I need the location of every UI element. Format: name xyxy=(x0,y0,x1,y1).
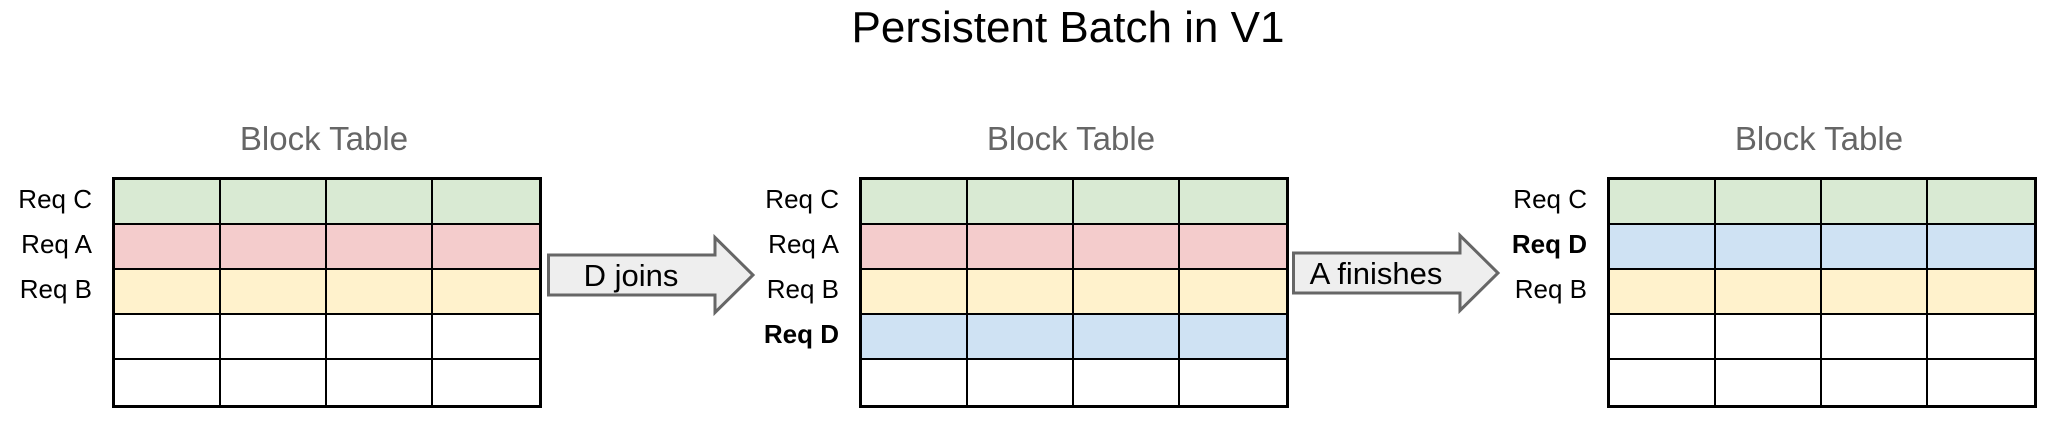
block-cell xyxy=(433,270,539,315)
block-cell xyxy=(1610,315,1716,360)
block-cell xyxy=(115,225,221,270)
block-table-title: Block Table xyxy=(1734,120,1904,157)
block-cell xyxy=(1074,225,1180,270)
block-cell xyxy=(115,270,221,315)
block-cell xyxy=(1716,225,1822,270)
block-cell xyxy=(1928,360,2034,405)
block-cell xyxy=(1928,270,2034,315)
block-cell xyxy=(327,315,433,360)
block-table-grid xyxy=(859,177,1289,408)
block-cell xyxy=(1180,225,1286,270)
block-cell xyxy=(1074,315,1180,360)
block-cell xyxy=(1822,225,1928,270)
row-label xyxy=(1487,312,1587,357)
block-cell xyxy=(327,180,433,225)
block-cell xyxy=(1180,315,1286,360)
row-label: Req C xyxy=(18,184,92,214)
block-cell xyxy=(862,270,968,315)
block-cell xyxy=(115,315,221,360)
block-cell xyxy=(1180,270,1286,315)
block-cell xyxy=(1716,315,1822,360)
block-cell xyxy=(1822,315,1928,360)
block-cell xyxy=(1180,360,1286,405)
block-cell xyxy=(1610,360,1716,405)
row-label: Req D xyxy=(1511,229,1587,259)
block-table-panel-1: Block Table Req C Req A Req B xyxy=(0,110,542,410)
block-cell xyxy=(433,225,539,270)
page-title: Persistent Batch in V1 xyxy=(851,3,1285,52)
row-label xyxy=(0,312,92,357)
block-table-body: Req C Req D Req B xyxy=(1487,177,2037,408)
block-cell xyxy=(221,225,327,270)
block-cell xyxy=(968,315,1074,360)
block-cell xyxy=(221,270,327,315)
block-cell xyxy=(433,180,539,225)
block-cell xyxy=(1074,270,1180,315)
block-cell xyxy=(1074,180,1180,225)
block-cell xyxy=(221,315,327,360)
block-table-panel-3: Block Table Req C Req D Req B xyxy=(1487,110,2037,410)
row-label-column: Req C Req A Req B Req D xyxy=(739,177,859,408)
block-cell xyxy=(1610,270,1716,315)
row-label: Req A xyxy=(768,229,839,259)
row-label: Req B xyxy=(766,274,839,304)
row-label-column: Req C Req D Req B xyxy=(1487,177,1607,408)
arrow-label: A finishes xyxy=(1310,256,1443,291)
block-table-grid xyxy=(112,177,542,408)
block-cell xyxy=(1716,180,1822,225)
block-table-title: Block Table xyxy=(986,120,1156,157)
row-label xyxy=(1487,357,1587,402)
block-table-grid xyxy=(1607,177,2037,408)
block-cell xyxy=(1928,225,2034,270)
block-cell xyxy=(1180,180,1286,225)
block-cell xyxy=(1928,180,2034,225)
block-cell xyxy=(1822,180,1928,225)
block-cell xyxy=(968,225,1074,270)
block-table-panel-2: Block Table Req C Req A Req B Req D xyxy=(739,110,1289,410)
block-cell xyxy=(1822,360,1928,405)
block-cell xyxy=(1610,180,1716,225)
block-table-body: Req C Req A Req B Req D xyxy=(739,177,1289,408)
block-arrow-shape xyxy=(547,233,756,317)
block-cell xyxy=(1928,315,2034,360)
block-cell xyxy=(968,180,1074,225)
block-cell xyxy=(115,360,221,405)
block-cell xyxy=(327,270,433,315)
block-cell xyxy=(1716,360,1822,405)
block-cell xyxy=(1074,360,1180,405)
row-label: Req B xyxy=(1514,274,1587,304)
row-label: Req B xyxy=(19,274,92,304)
block-arrow-shape xyxy=(1292,231,1501,315)
row-label: Req C xyxy=(1513,184,1587,214)
row-label xyxy=(0,357,92,402)
block-cell xyxy=(221,360,327,405)
row-label: Req C xyxy=(765,184,839,214)
block-cell xyxy=(1610,225,1716,270)
block-cell xyxy=(862,315,968,360)
row-label xyxy=(739,357,839,402)
d-joins-arrow: D joins xyxy=(547,233,756,317)
a-finishes-arrow: A finishes xyxy=(1292,231,1501,315)
block-cell xyxy=(862,225,968,270)
block-cell xyxy=(862,180,968,225)
arrow-label: D joins xyxy=(584,258,679,293)
row-label: Req A xyxy=(21,229,92,259)
block-cell xyxy=(968,360,1074,405)
row-label: Req D xyxy=(763,319,839,349)
block-cell xyxy=(115,180,221,225)
block-table-body: Req C Req A Req B xyxy=(0,177,542,408)
block-cell xyxy=(433,315,539,360)
block-cell xyxy=(221,180,327,225)
block-cell xyxy=(327,225,433,270)
block-cell xyxy=(433,360,539,405)
block-cell xyxy=(327,360,433,405)
row-label-column: Req C Req A Req B xyxy=(0,177,112,408)
block-cell xyxy=(1822,270,1928,315)
block-cell xyxy=(1716,270,1822,315)
block-table-title: Block Table xyxy=(239,120,409,157)
block-cell xyxy=(968,270,1074,315)
block-cell xyxy=(862,360,968,405)
